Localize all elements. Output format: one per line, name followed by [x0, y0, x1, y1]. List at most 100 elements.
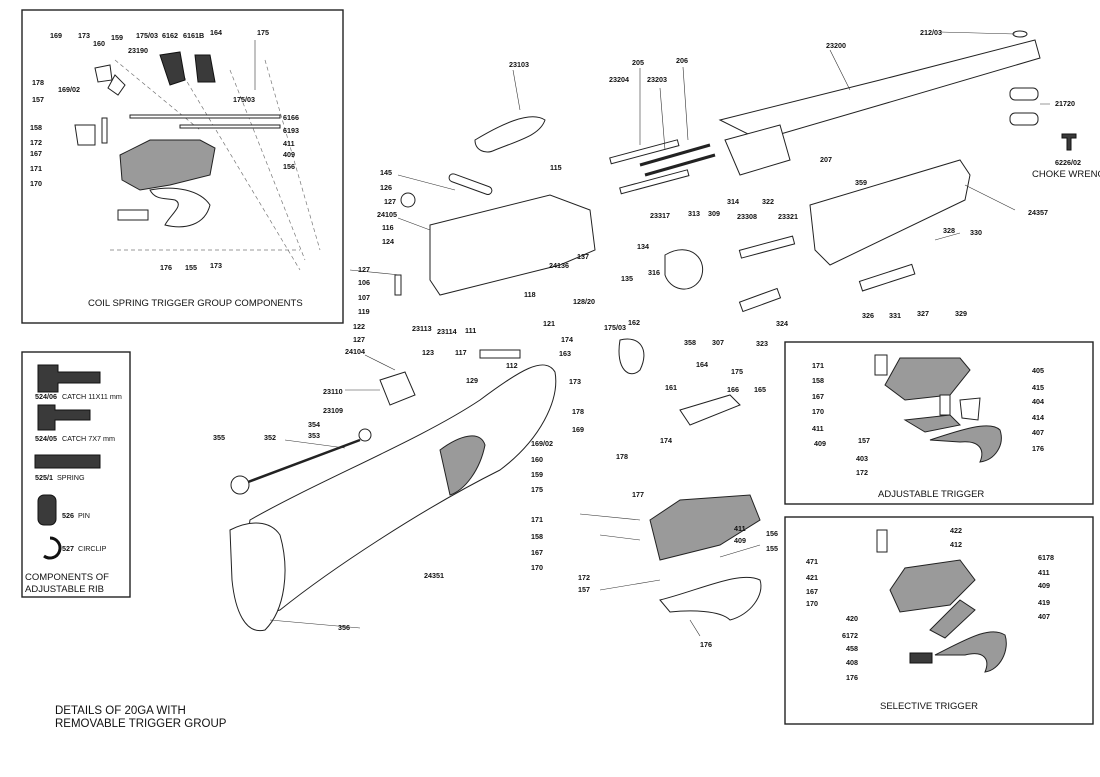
part-label: 354 — [308, 420, 320, 429]
part-label: 23110 — [323, 387, 343, 396]
footer-line2: REMOVABLE TRIGGER GROUP — [55, 718, 227, 730]
part-label: 178 — [32, 78, 44, 87]
part-label: 23103 — [509, 60, 529, 69]
part-label: 324 — [776, 319, 788, 328]
rib-item-code: 525/1 — [35, 473, 53, 482]
rib-title-line2: ADJUSTABLE RIB — [25, 584, 104, 595]
part-label: 174 — [660, 436, 672, 445]
part-label: 176 — [1032, 444, 1044, 453]
part-label: 175/03 — [136, 31, 158, 40]
part-label: 409 — [1038, 581, 1050, 590]
barrels-part — [718, 39, 1041, 141]
part-label: 175 — [731, 367, 743, 376]
part-label: 171 — [812, 361, 824, 370]
part-label: 407 — [1038, 612, 1050, 621]
part-label: 458 — [846, 644, 858, 653]
part-label: 106 — [358, 278, 370, 287]
part-label: 205 — [632, 58, 644, 67]
part-label: 171 — [531, 515, 543, 524]
part-label: 178 — [616, 452, 628, 461]
part-label: 23317 — [650, 211, 670, 220]
forend-part — [809, 159, 971, 266]
catch-11x11-icon — [37, 364, 101, 393]
part-label: 24357 — [1028, 208, 1048, 217]
part-label: 6178 — [1038, 553, 1054, 562]
part-label: 23321 — [778, 212, 798, 221]
part-label: 172 — [578, 573, 590, 582]
part-label: 6166 — [283, 113, 299, 122]
part-label: 206 — [676, 56, 688, 65]
part-label: 420 — [846, 614, 858, 623]
part-label: 24104 — [345, 347, 365, 356]
part-label: 123 — [422, 348, 434, 357]
rib-item-desc: CATCH 7X7 mm — [62, 434, 115, 443]
part-label: 156 — [283, 162, 295, 171]
part-label: 118 — [524, 290, 536, 299]
part-label: 24105 — [377, 210, 397, 219]
part-label: 176 — [160, 263, 172, 272]
part-label: 175/03 — [233, 95, 255, 104]
rib-item-code: 526 — [62, 511, 74, 520]
part-label: 169/02 — [531, 439, 553, 448]
part-label: 116 — [382, 223, 394, 232]
part-label: 309 — [708, 209, 720, 218]
main-exploded-view: 212/03 23200 23103 23204 205 23203 206 2… — [55, 28, 1100, 730]
part-label: 173 — [569, 377, 581, 386]
part-label: 419 — [1038, 598, 1050, 607]
part-label: 173 — [78, 31, 90, 40]
part-label: 112 — [506, 361, 518, 370]
rib-item-code: 524/05 — [35, 434, 57, 443]
adjustable-rib-panel: 524/06 CATCH 11X11 mm 524/05 CATCH 7X7 m… — [21, 351, 131, 598]
part-label: 329 — [955, 309, 967, 318]
part-label: 176 — [700, 640, 712, 649]
rib-item-desc: CIRCLIP — [78, 544, 107, 553]
choke-wrench-caption: CHOKE WRENCH — [1032, 169, 1100, 180]
part-label: 6193 — [283, 126, 299, 135]
part-label: 166 — [727, 385, 739, 394]
part-label: 161 — [665, 383, 677, 392]
part-label: 156 — [766, 529, 778, 538]
catch-7x7-icon — [37, 404, 91, 431]
part-label: 422 — [950, 526, 962, 535]
part-label: 411 — [812, 424, 824, 433]
part-label: 160 — [531, 455, 543, 464]
part-label: 408 — [846, 658, 858, 667]
part-label: 24136 — [549, 261, 569, 270]
part-label: 323 — [756, 339, 768, 348]
part-label: 412 — [950, 540, 962, 549]
part-label: 159 — [111, 33, 123, 42]
part-label: 111 — [465, 326, 476, 335]
part-label: 159 — [531, 470, 543, 479]
part-label: 415 — [1032, 383, 1044, 392]
part-label: 158 — [531, 532, 543, 541]
pin-icon — [37, 494, 57, 526]
part-label: 23203 — [647, 75, 667, 84]
part-label: 164 — [696, 360, 708, 369]
part-label: 23200 — [826, 41, 846, 50]
part-label: 119 — [358, 307, 370, 316]
adjustable-trigger-title: ADJUSTABLE TRIGGER — [878, 489, 984, 500]
part-label: 135 — [621, 274, 633, 283]
part-label: 322 — [762, 197, 774, 206]
part-label: 405 — [1032, 366, 1044, 375]
part-label: 356 — [338, 623, 350, 632]
coil-spring-labels: 169 173 160 159 175/03 6162 6161B 164 17… — [30, 28, 299, 272]
part-label: 127 — [358, 265, 370, 274]
part-label: 167 — [806, 587, 818, 596]
part-label: 355 — [213, 433, 225, 442]
part-label: 126 — [380, 183, 392, 192]
part-label: 174 — [561, 335, 573, 344]
part-label: 326 — [862, 311, 874, 320]
part-label: 145 — [380, 168, 392, 177]
part-label: 137 — [577, 252, 589, 261]
part-label: 157 — [578, 585, 590, 594]
part-label: 23308 — [737, 212, 757, 221]
part-label: 330 — [970, 228, 982, 237]
part-label: 128/20 — [573, 297, 595, 306]
part-label: 331 — [889, 311, 901, 320]
rib-item-desc: PIN — [78, 511, 90, 520]
part-label: 155 — [766, 544, 778, 553]
part-label: 411 — [1038, 568, 1050, 577]
part-label: 409 — [283, 150, 295, 159]
